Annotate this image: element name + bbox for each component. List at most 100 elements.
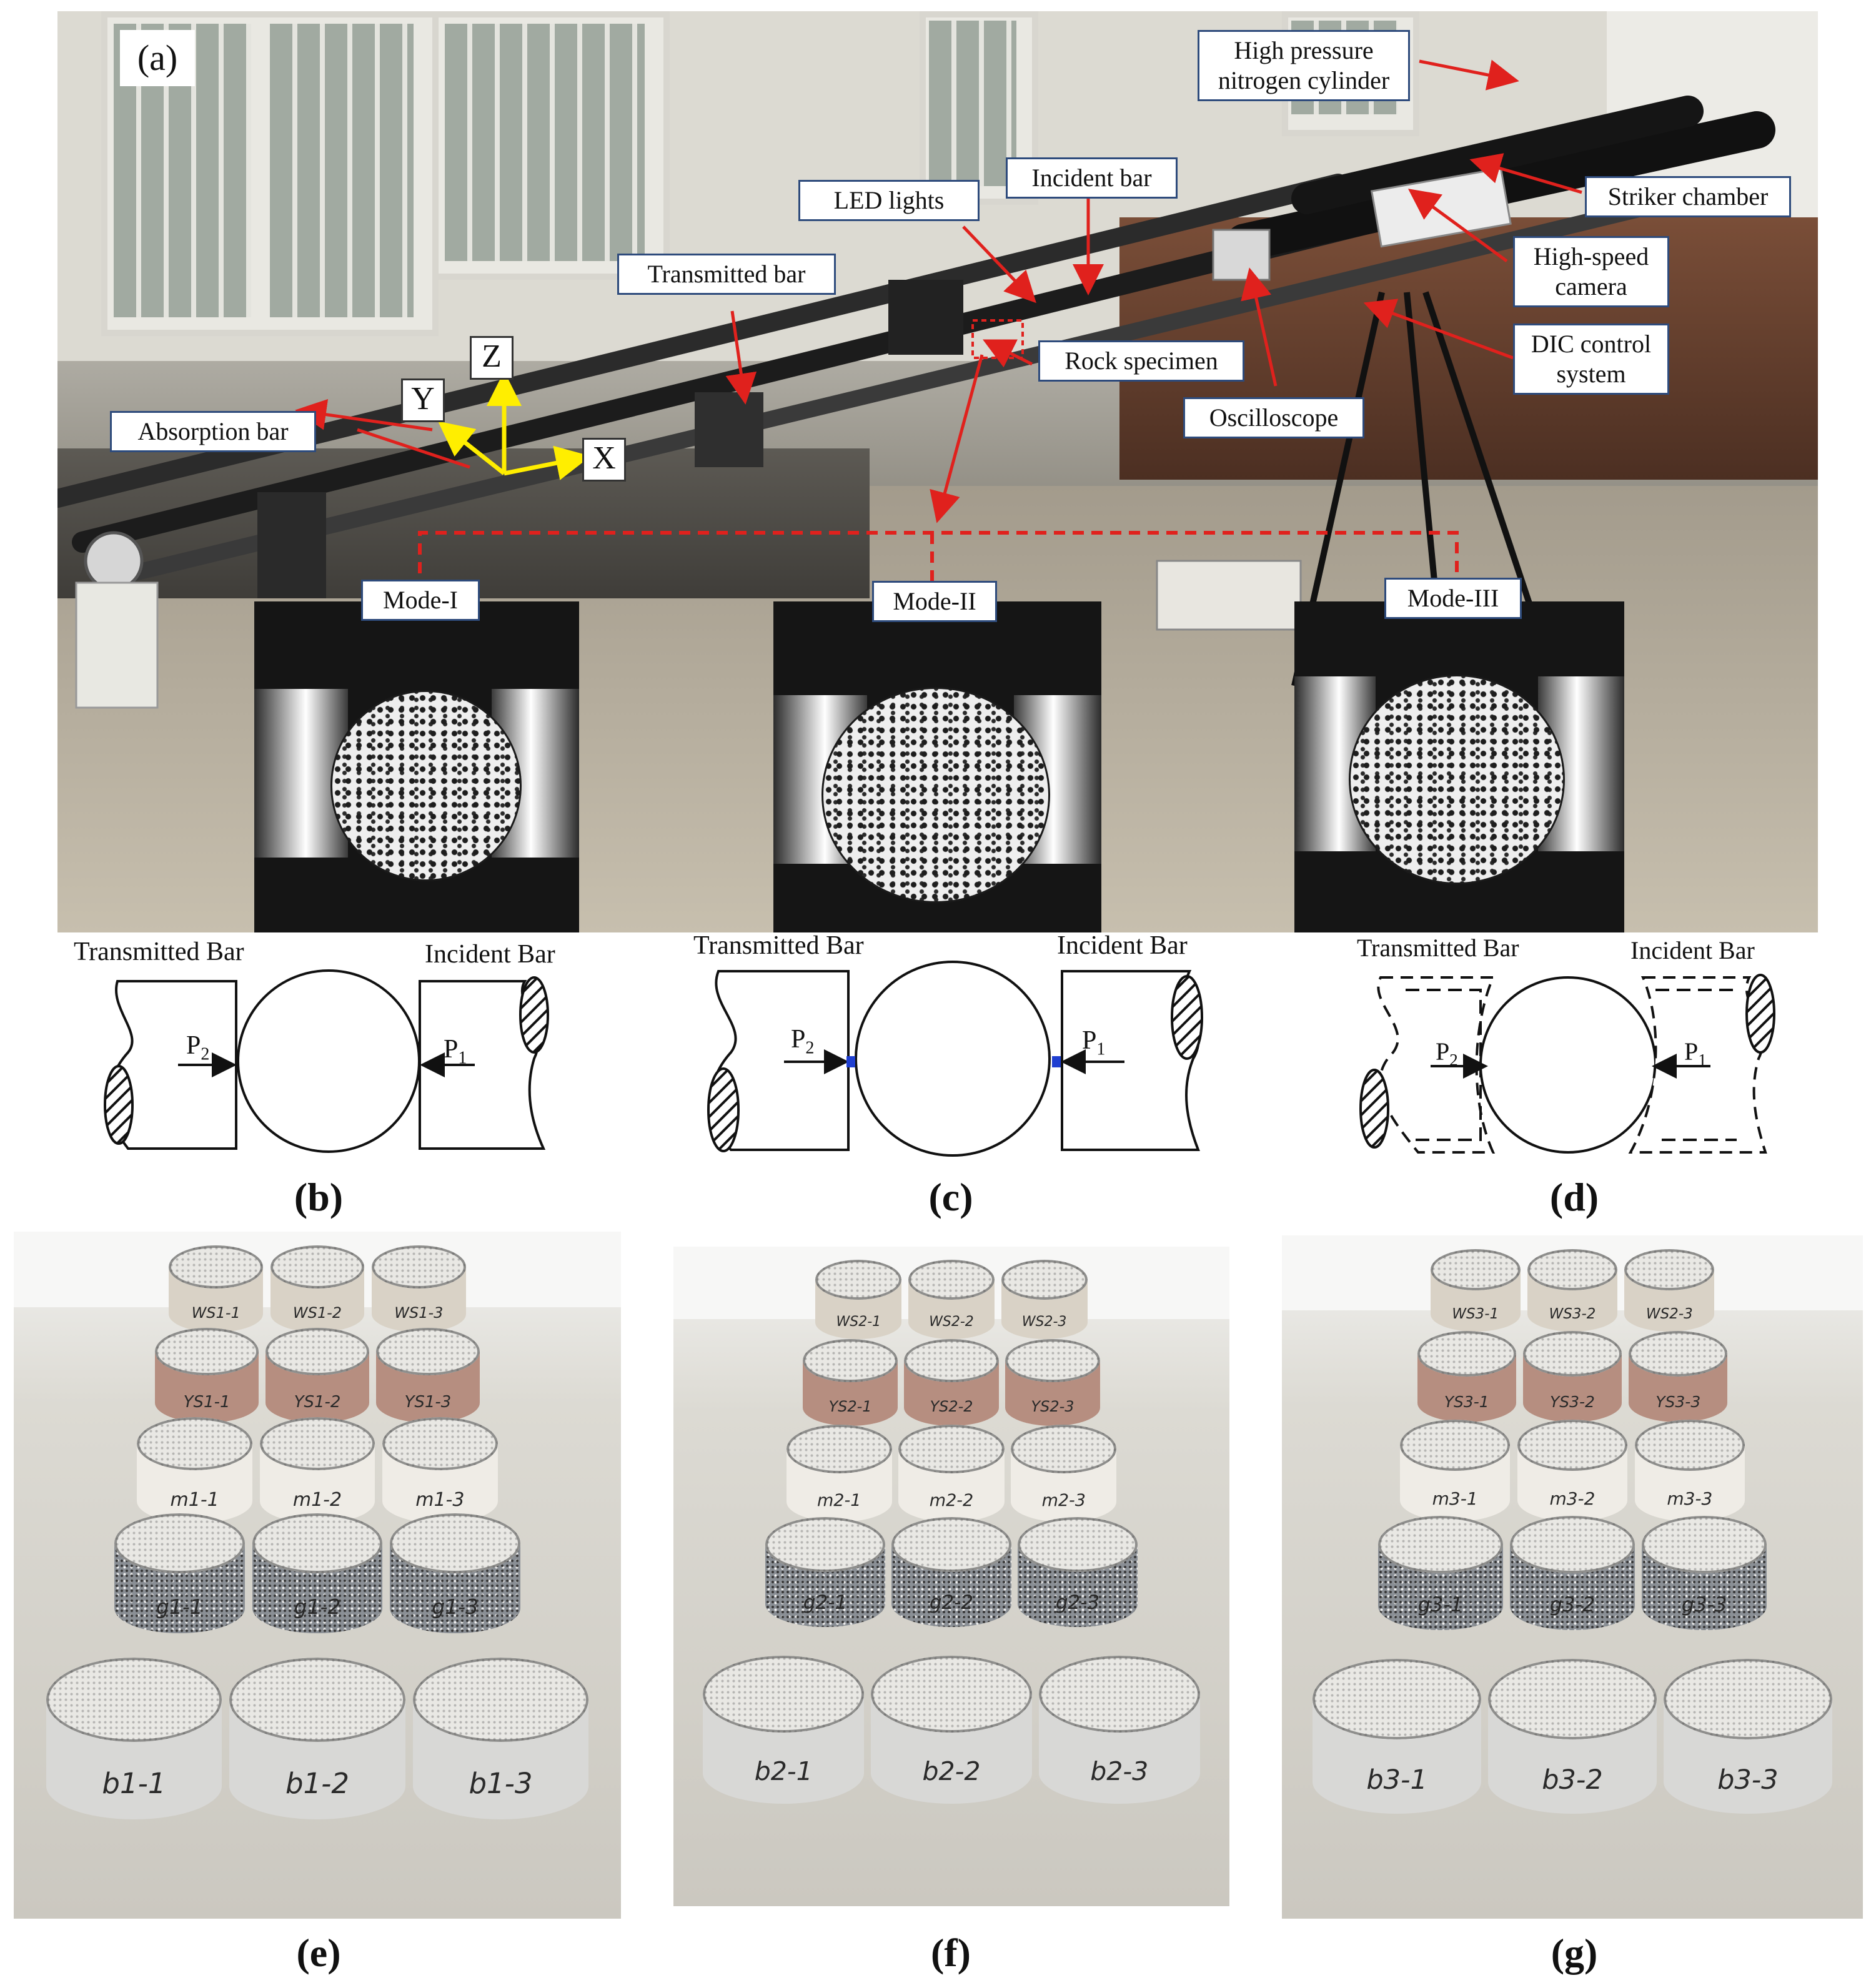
rock-specimen-g1-2: g1-2 — [252, 1513, 383, 1634]
rock-specimen-g3-2: g3-2 — [1510, 1515, 1635, 1631]
mode-i-label: Mode-I — [361, 580, 480, 621]
rock-specimen-ws1-2: WS1-2 — [270, 1245, 365, 1332]
rock-specimen-b1-1: b1-1 — [46, 1658, 222, 1820]
panel-a-photo: (a) High pressure nitrogen cylinder Stri… — [57, 11, 1818, 932]
rock-specimen-b2-1: b2-1 — [703, 1655, 865, 1804]
window-pane — [270, 24, 414, 317]
diagram-b-transmitted-label: Transmitted Bar — [74, 937, 244, 966]
rock-specimen-b3-2: b3-2 — [1488, 1659, 1657, 1814]
specimen-top-face — [1313, 1659, 1481, 1740]
rock-specimen-ws3-1: WS3-1 — [1430, 1249, 1521, 1332]
specimen-label: b3-1 — [1366, 1764, 1427, 1796]
specimen-label: WS2-3 — [1021, 1313, 1067, 1330]
specimen-label: b1-2 — [285, 1767, 350, 1801]
specimen-top-face — [1517, 1420, 1628, 1471]
rock-specimen-b3-3: b3-3 — [1664, 1659, 1832, 1814]
specimen-label: b2-3 — [1090, 1756, 1149, 1786]
specimen-top-face — [266, 1328, 369, 1375]
speckle-specimen — [332, 692, 520, 879]
specimen-label: YS3-2 — [1549, 1393, 1595, 1412]
specimen-top-face — [815, 1260, 902, 1300]
specimen-label: YS1-2 — [294, 1392, 341, 1412]
diagram-d-p2: P2 — [1436, 1037, 1458, 1069]
speckle-specimen — [1351, 676, 1563, 883]
specimen-top-face — [371, 1245, 466, 1289]
bar-system-drawing — [57, 96, 1775, 709]
diagram-c — [707, 961, 1203, 1157]
panel-g-letter: (g) — [1551, 1931, 1598, 1975]
specimen-top-face — [169, 1245, 263, 1289]
specimen-label: m2-3 — [1041, 1491, 1086, 1511]
specimen-top-face — [46, 1658, 222, 1742]
specimen-label: b3-3 — [1717, 1764, 1779, 1796]
panel-e-letter: (e) — [296, 1931, 341, 1975]
specimen-label: g3-1 — [1417, 1593, 1464, 1617]
window-pane — [445, 24, 645, 261]
rock-specimen-g3-3: g3-3 — [1642, 1515, 1767, 1631]
specimen-label: m1-2 — [292, 1488, 342, 1511]
rock-specimen-g3-1: g3-1 — [1377, 1515, 1503, 1631]
rock-specimen-m3-3: m3-3 — [1634, 1420, 1745, 1521]
specimen-top-face — [1011, 1425, 1117, 1473]
callout-transmitted-bar: Transmitted bar — [617, 254, 836, 295]
callout-oscilloscope: Oscilloscope — [1183, 397, 1364, 438]
specimen-top-face — [1522, 1331, 1622, 1377]
callout-nitrogen-cylinder: High pressure nitrogen cylinder — [1198, 30, 1410, 101]
specimen-label: WS1-1 — [191, 1303, 241, 1322]
specimen-label: g2-3 — [1055, 1591, 1100, 1614]
specimen-top-face — [137, 1417, 252, 1470]
specimen-label: b1-1 — [102, 1767, 166, 1801]
callout-led-lights: LED lights — [798, 180, 980, 221]
specimen-top-face — [891, 1516, 1011, 1572]
specimen-label: b3-2 — [1542, 1764, 1603, 1796]
axis-label-x: X — [582, 438, 626, 482]
diagram-b — [104, 969, 549, 1153]
specimen-label: WS1-3 — [394, 1303, 444, 1322]
callout-absorption-bar: Absorption bar — [110, 411, 316, 452]
specimen-label: WS1-2 — [292, 1303, 342, 1322]
rock-specimen-ys3-1: YS3-1 — [1417, 1331, 1516, 1422]
callout-rock-specimen: Rock specimen — [1038, 340, 1244, 382]
callout-high-speed-camera: High-speed camera — [1513, 236, 1669, 307]
specimen-top-face — [1005, 1338, 1100, 1383]
rock-specimen-m2-3: m2-3 — [1011, 1425, 1117, 1522]
inset-mode-i — [254, 601, 579, 932]
specimen-top-face — [1038, 1655, 1200, 1733]
diagram-c-p1: P1 — [1082, 1026, 1106, 1059]
specimen-top-face — [1488, 1659, 1657, 1740]
diagram-c-p2: P2 — [791, 1025, 815, 1058]
diagram-d-p1: P1 — [1684, 1037, 1707, 1069]
specimen-top-face — [270, 1245, 365, 1289]
diagram-d-transmitted-label: Transmitted Bar — [1357, 934, 1519, 962]
axis-label-z: Z — [470, 336, 514, 380]
specimen-top-face — [259, 1417, 375, 1470]
specimen-top-face — [1417, 1331, 1516, 1377]
contact-pad-right — [1052, 1056, 1061, 1067]
rock-specimen-ws2-3: WS2-3 — [1624, 1249, 1715, 1332]
specimen-label: YS1-1 — [183, 1392, 231, 1412]
axis-label-y: Y — [401, 378, 445, 422]
specimen-top-face — [870, 1655, 1033, 1733]
rock-specimen-m3-2: m3-2 — [1517, 1420, 1628, 1521]
specimen-label: g1-2 — [294, 1595, 341, 1620]
diagram-b-p2: P2 — [186, 1031, 210, 1064]
mode-iii-label: Mode-III — [1384, 578, 1522, 619]
specimen-label: m3-3 — [1667, 1488, 1713, 1510]
rock-specimen-ys1-3: YS1-3 — [376, 1328, 480, 1423]
specimen-label: b2-2 — [922, 1756, 981, 1786]
specimen-top-face — [1642, 1515, 1767, 1573]
specimen-top-face — [1629, 1331, 1728, 1377]
rock-specimen-ys3-3: YS3-3 — [1629, 1331, 1728, 1422]
panel-d-letter: (d) — [1549, 1175, 1599, 1219]
callout-incident-bar: Incident bar — [1006, 157, 1178, 199]
rock-specimen-g1-3: g1-3 — [390, 1513, 521, 1634]
rock-specimen-m3-1: m3-1 — [1399, 1420, 1511, 1521]
specimen-top-face — [382, 1417, 498, 1470]
specimen-top-face — [114, 1513, 245, 1574]
specimen-top-face — [1510, 1515, 1635, 1573]
specimen-label: YS3-3 — [1655, 1393, 1701, 1412]
specimen-top-face — [1399, 1420, 1511, 1471]
rock-specimen-ws1-3: WS1-3 — [371, 1245, 466, 1332]
